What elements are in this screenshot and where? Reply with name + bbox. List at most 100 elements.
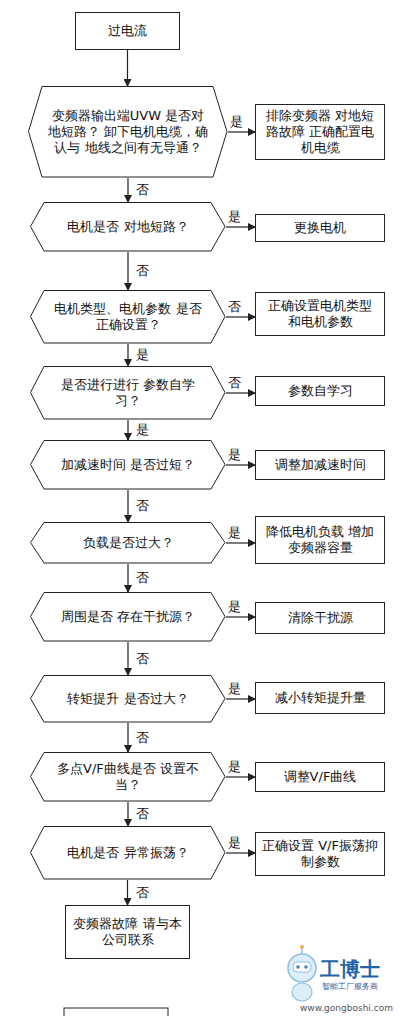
flow-arrow	[127, 252, 128, 290]
node-text: 变频器输出端UVW 是否对地短路？ 卸下电机电缆，确认与 地线之间有无导通？	[28, 108, 228, 157]
flow-arrow	[127, 642, 128, 675]
edge-label: 是	[136, 348, 149, 361]
node-text: 调整加减速时间	[269, 457, 372, 473]
watermark-text: www.gongboshi.com	[300, 1003, 393, 1013]
hexagon-path	[31, 203, 226, 252]
node-text: 清除干扰源	[282, 610, 359, 626]
process-box: 过电流	[75, 12, 180, 50]
process-box: 排除变频器 对地短路故障 正确配置电机电缆	[255, 104, 385, 160]
watermark-text: 智能工厂服务商	[322, 981, 378, 992]
hexagon-path	[31, 753, 226, 802]
process-box: 降低电机负载 增加变频器容量	[255, 516, 385, 564]
flow-arrow	[226, 852, 255, 853]
node-text: 负载是否过大？	[65, 535, 192, 551]
flow-arrow	[127, 564, 128, 592]
flow-arrow	[127, 880, 128, 905]
watermark-text: 工博士	[320, 956, 380, 983]
edge-label: 是	[230, 115, 243, 128]
edge-label: 是	[228, 836, 241, 849]
hexagon-path	[31, 523, 226, 564]
node-text: 电机是否 对地短路？	[49, 219, 206, 235]
node-text: 转矩提升 是否过大？	[49, 691, 206, 707]
decision-hexagon: 加减速时间 是否过短？	[30, 440, 226, 490]
flow-arrow	[127, 723, 128, 752]
hexagon-path	[31, 827, 226, 880]
edge-label: 否	[136, 652, 149, 665]
edge-label: 否	[228, 376, 241, 389]
hexagon-path	[31, 367, 226, 420]
edge-label: 否	[136, 571, 149, 584]
edge-label: 是	[228, 210, 241, 223]
node-text: 更换电机	[288, 220, 352, 236]
flow-arrow	[127, 802, 128, 826]
decision-hexagon: 周围是否 存在干扰源？	[30, 592, 226, 642]
node-text: 减小转矩提升量	[269, 690, 372, 706]
hexagon-path	[31, 441, 226, 490]
node-text: 多点V/F曲线是否 设置不当？	[30, 761, 226, 794]
node-text: 排除变频器 对地短路故障 正确配置电机电缆	[256, 108, 384, 157]
decision-hexagon: 电机是否 对地短路？	[30, 202, 226, 252]
flow-arrow	[127, 178, 128, 202]
decision-hexagon: 电机是否 异常振荡？	[30, 826, 226, 880]
edge-label: 否	[136, 731, 149, 744]
decision-hexagon: 转矩提升 是否过大？	[30, 675, 226, 723]
node-text: 电机是否 异常振荡？	[49, 845, 206, 861]
node-text: 正确设置电机类型 和电机参数	[256, 298, 384, 331]
process-box: 调整加减速时间	[255, 450, 385, 480]
flow-arrow	[226, 392, 255, 393]
node-text: 正确设置 V/F振荡抑制参数	[256, 838, 384, 871]
node-text: 过电流	[102, 23, 153, 39]
hexagon-path	[31, 291, 226, 344]
edge-label: 否	[136, 183, 149, 196]
hexagon-path	[29, 87, 228, 178]
decision-hexagon: 多点V/F曲线是否 设置不当？	[30, 752, 226, 802]
flow-arrow	[226, 226, 255, 227]
edge-label: 是	[228, 760, 241, 773]
process-box: 正确设置电机类型 和电机参数	[255, 292, 385, 336]
process-box: 正确设置 V/F振荡抑制参数	[255, 832, 385, 876]
process-box: 变频器故障 请与本公司联系	[65, 905, 190, 959]
node-text: 降低电机负载 增加变频器容量	[256, 524, 384, 557]
decision-hexagon: 负载是否过大？	[30, 522, 226, 564]
flow-arrow	[228, 131, 255, 132]
process-box: 调整V/F曲线	[255, 762, 385, 792]
decision-hexagon: 是否进行进行 参数自学习？	[30, 366, 226, 420]
node-text: 调整V/F曲线	[278, 769, 363, 785]
decision-hexagon: 变频器输出端UVW 是否对地短路？ 卸下电机电缆，确认与 地线之间有无导通？	[28, 86, 228, 178]
process-box: 更换电机	[255, 214, 385, 242]
flow-arrow	[226, 776, 255, 777]
decision-hexagon: 电机类型、电机参数 是否正确设置？	[30, 290, 226, 344]
flow-arrow	[127, 50, 128, 86]
flow-arrow	[226, 542, 255, 543]
process-box: 清除干扰源	[255, 602, 385, 634]
node-text: 周围是否 存在干扰源？	[43, 609, 213, 625]
flow-arrow	[127, 490, 128, 522]
edge-label: 否	[136, 499, 149, 512]
edge-label: 否	[136, 886, 149, 899]
node-text: 加减速时间 是否过短？	[43, 457, 213, 473]
hexagon-path	[31, 593, 226, 642]
partial-box	[64, 1008, 168, 1016]
edge-label: 否	[136, 264, 149, 277]
edge-label: 是	[228, 526, 241, 539]
flow-arrow	[226, 698, 255, 699]
flow-arrow	[226, 464, 255, 465]
process-box: 参数自学习	[255, 376, 385, 406]
watermark-icon	[288, 945, 316, 1001]
node-text: 电机类型、电机参数 是否正确设置？	[30, 301, 226, 334]
flow-arrow	[127, 344, 128, 366]
edge-label: 否	[136, 807, 149, 820]
flow-arrow	[127, 420, 128, 440]
node-text: 是否进行进行 参数自学习？	[30, 377, 226, 410]
hexagon-path	[31, 676, 226, 723]
edge-label: 是	[136, 423, 149, 436]
flow-arrow	[226, 616, 255, 617]
edge-label: 是	[228, 600, 241, 613]
edge-label: 否	[228, 300, 241, 313]
edge-label: 是	[228, 448, 241, 461]
node-text: 变频器故障 请与本公司联系	[66, 916, 189, 949]
node-text: 参数自学习	[282, 383, 359, 399]
flow-arrow	[226, 316, 255, 317]
process-box: 减小转矩提升量	[255, 682, 385, 714]
